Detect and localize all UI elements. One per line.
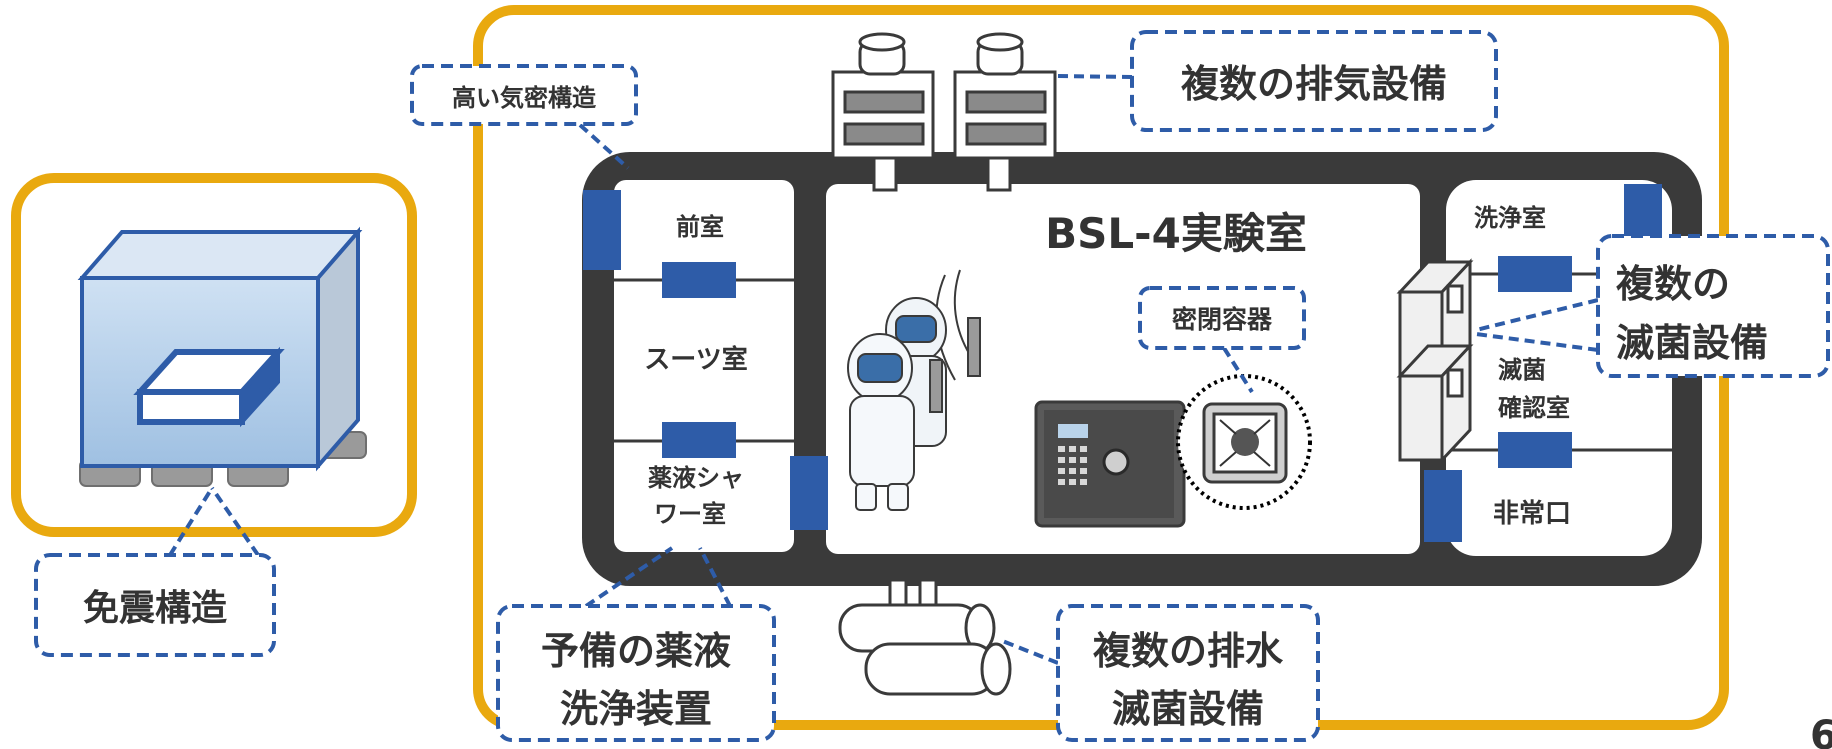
exhaust-units-icon	[831, 32, 1057, 192]
callout-connectors	[578, 74, 1599, 665]
safe-icon	[1034, 400, 1186, 528]
sealed-container-callout-label: 密閉容器	[1172, 305, 1273, 334]
room-label-sterile-check-line2: 確認室	[1498, 394, 1570, 422]
page-number: 6	[1810, 713, 1832, 749]
backup-wash-callout-label-line2: 洗浄装置	[560, 687, 712, 731]
backup-wash-callout-box	[496, 604, 776, 742]
room-label-shower-line1: 薬液シャ	[648, 464, 744, 492]
exhaust-callout-label: 複数の排気設備	[1181, 62, 1447, 106]
sterilization-callout-label-line2: 滅菌設備	[1616, 321, 1768, 365]
isolation-callout-connector	[168, 486, 260, 557]
door-sterile-exit	[1498, 432, 1572, 468]
sterilization-callout-label-line1: 複数の	[1616, 262, 1730, 306]
room-label-shower-line2: ワー室	[654, 500, 726, 528]
isolation-callout-label: 免震構造	[83, 588, 227, 629]
door-suit-shower	[662, 422, 736, 458]
room-label-emergency-exit: 非常口	[1493, 499, 1571, 529]
drainage-callout-box	[1056, 604, 1320, 742]
backup-wash-callout-label-line1: 予備の薬液	[541, 629, 731, 673]
door-anteroom-outer	[583, 190, 621, 270]
airtight-callout-label: 高い気密構造	[452, 84, 596, 112]
room-label-anteroom: 前室	[676, 213, 724, 241]
drainage-callout-label-line2: 滅菌設備	[1112, 687, 1264, 731]
room-label-suit-room: スーツ室	[644, 344, 747, 375]
sterilization-units-icon	[1396, 258, 1474, 464]
room-label-main-lab: BSL-4実験室	[1045, 209, 1307, 258]
door-shower-lab	[790, 456, 828, 530]
door-washroom-sterile	[1498, 256, 1572, 292]
doors	[583, 184, 1662, 542]
airtight-callout-box	[410, 64, 638, 126]
door-anteroom-suit	[662, 262, 736, 298]
protective-suit-workers-icon	[847, 269, 981, 511]
drainage-callout-label-line1: 複数の排水	[1093, 629, 1284, 673]
exhaust-callout-box	[1130, 30, 1498, 132]
door-lab-exit	[1424, 470, 1462, 542]
room-label-sterile-check-line1: 滅菌	[1498, 356, 1546, 384]
isolation-callout-box	[34, 553, 276, 657]
drain-pipes-icon	[838, 578, 1012, 696]
sealed-container-callout-box	[1138, 286, 1306, 350]
sterilization-callout-box	[1596, 234, 1830, 378]
seismic-isolation-building-icon	[77, 226, 367, 487]
room-label-washroom: 洗浄室	[1474, 204, 1546, 232]
sealed-container-icon	[1202, 402, 1288, 484]
